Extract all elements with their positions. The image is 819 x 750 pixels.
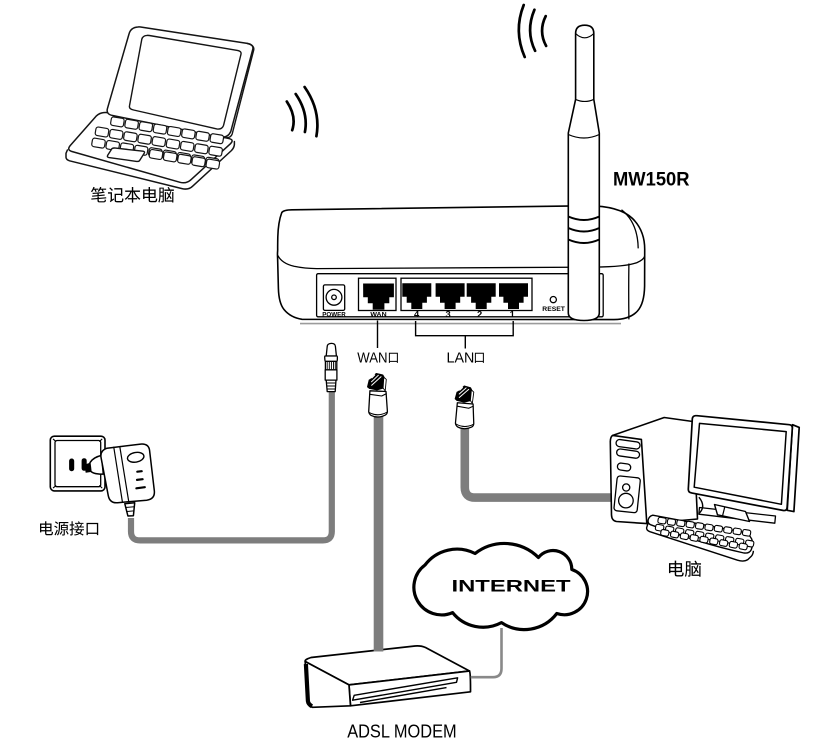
- svg-text:2: 2: [477, 308, 482, 319]
- svg-text:POWER: POWER: [322, 311, 346, 318]
- svg-text:LAN: LAN: [447, 350, 475, 366]
- svg-text:RESET: RESET: [542, 306, 565, 313]
- svg-text:MW150R: MW150R: [613, 168, 690, 190]
- svg-text:WAN: WAN: [370, 311, 387, 318]
- svg-text:4: 4: [414, 308, 420, 319]
- svg-text:ADSL MODEM: ADSL MODEM: [347, 722, 457, 742]
- svg-text:3: 3: [445, 308, 450, 319]
- svg-text:INTERNET: INTERNET: [452, 577, 572, 596]
- svg-text:WAN: WAN: [357, 350, 387, 366]
- svg-text:1: 1: [510, 308, 515, 319]
